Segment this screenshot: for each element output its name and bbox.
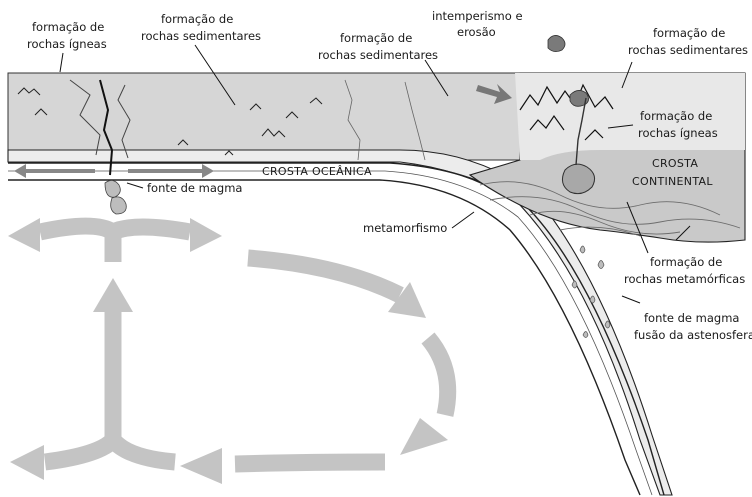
ocean-sediment-layer [8, 73, 520, 160]
convection-split-left [45, 440, 113, 462]
label-igneas-left-line1: formação de [32, 20, 104, 34]
label-sed-left-line2: rochas sedimentares [141, 29, 261, 43]
label-fonte-right-line2: fusão da astenosfera [634, 328, 752, 342]
top-right-head [190, 218, 222, 252]
label-fonte-right-line1: fonte de magma [644, 311, 739, 325]
convection-right-arc [428, 338, 448, 415]
label-sed-right-line2: rochas sedimentares [628, 43, 748, 57]
label-sed-left-line1: formação de [161, 12, 233, 26]
left-magma-source [105, 180, 126, 214]
label-sed-mid-line1: formação de [340, 31, 412, 45]
label-crosta-continental-line1: CROSTA [652, 157, 698, 170]
leader-fonte-left [127, 183, 143, 188]
magma-blob-1 [105, 180, 120, 197]
convection-upper-arc [248, 258, 400, 295]
upflow-head [93, 278, 133, 312]
spread-arrow-right-head [202, 164, 214, 178]
leader-igneas-left [60, 53, 63, 72]
label-crosta-continental-line2: CONTINENTAL [632, 175, 713, 188]
top-left-head [8, 218, 40, 252]
spread-arrow-left-head [14, 164, 26, 178]
convection-split-right [113, 440, 175, 462]
mantle-convection-arrows [8, 218, 448, 484]
bottom-arc-head [180, 448, 222, 484]
right-arc-head [400, 418, 448, 455]
label-intemp-line1: intemperismo e [432, 9, 523, 23]
label-intemp-line2: erosão [457, 25, 496, 39]
convection-top-left [40, 226, 113, 232]
convection-top-right [113, 227, 190, 232]
magma-blob-2 [111, 197, 127, 214]
label-metam-line1: formação de [650, 255, 722, 269]
label-igneas-right-line1: formação de [640, 109, 712, 123]
split-left-head [10, 445, 44, 480]
magma-chamber [562, 164, 594, 194]
label-igneas-left-line2: rochas ígneas [27, 37, 107, 51]
label-sed-mid-line2: rochas sedimentares [318, 48, 438, 62]
label-igneas-right-line2: rochas ígneas [638, 126, 718, 140]
label-crosta-oceanica: CROSTA OCEÂNICA [262, 165, 372, 178]
leader-fonte-right [622, 296, 640, 303]
leader-metamorfismo [452, 212, 474, 228]
label-metamorfismo: metamorfismo [363, 221, 447, 235]
convection-bottom-arc [235, 462, 385, 464]
label-fonte-magma-left: fonte de magma [147, 181, 242, 195]
label-sed-right-line1: formação de [653, 26, 725, 40]
label-metam-line2: rochas metamórficas [624, 272, 745, 286]
